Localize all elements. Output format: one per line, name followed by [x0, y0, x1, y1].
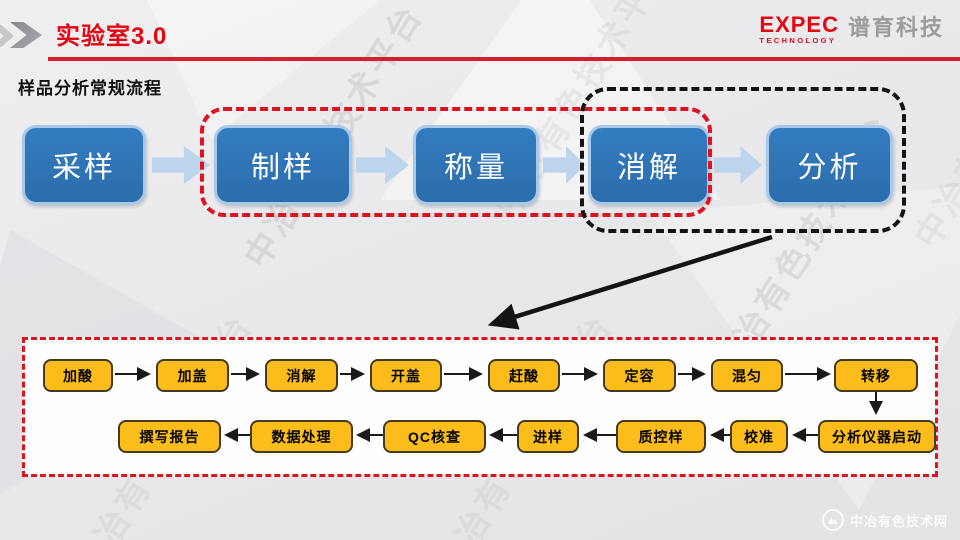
black-dashed-highlight — [580, 87, 906, 233]
detail-step-dingrong: 定容 — [603, 359, 676, 392]
chevron-icon — [10, 22, 42, 48]
flow-step-caiyang: 采样 — [22, 125, 146, 205]
detail-step-qc: QC核查 — [383, 420, 486, 453]
detail-step-zhikong: 质控样 — [616, 420, 706, 453]
detail-step-kaigai: 开盖 — [370, 359, 442, 392]
red-dashed-highlight — [200, 107, 712, 217]
footer-logo-icon — [821, 509, 844, 531]
logo-brand-text: EXPEC — [759, 12, 839, 37]
logo-expec: EXPEC TECHNOLOGY — [759, 12, 839, 46]
section-title: 样品分析常规流程 — [18, 79, 162, 98]
connector-arrows — [115, 367, 883, 442]
company-logo: EXPEC TECHNOLOGY 谱育科技 — [759, 12, 944, 46]
logo-cn-text: 谱育科技 — [847, 15, 944, 40]
detail-step-hunyun: 混匀 — [711, 359, 783, 392]
flow-step-chengliang: 称量 — [413, 125, 539, 205]
detail-step-gansuan: 赶酸 — [488, 359, 560, 392]
detail-step-qidong: 分析仪器启动 — [818, 420, 936, 453]
detail-step-jiaozhun: 校准 — [730, 420, 788, 453]
flow-step-zhiyang: 制样 — [214, 125, 352, 205]
detail-step-zhuanyi: 转移 — [834, 359, 918, 392]
page-title: 实验室3.0 — [56, 23, 168, 50]
detail-step-jiasuan: 加酸 — [43, 359, 113, 392]
flow-step-xiaojie: 消解 — [588, 125, 710, 205]
logo-sub-text: TECHNOLOGY — [759, 36, 837, 45]
detail-step-report: 撰写报告 — [118, 420, 221, 453]
footer-watermark: 中冶有色技术网 — [821, 509, 948, 531]
detail-step-data: 数据处理 — [250, 420, 353, 453]
detail-step-xiaojie: 消解 — [265, 359, 338, 392]
detail-step-jiagai: 加盖 — [156, 359, 229, 392]
header-divider — [48, 57, 960, 61]
detail-step-jinyang: 进样 — [517, 420, 579, 453]
detail-flow-panel: 加酸 加盖 消解 开盖 赶酸 定容 混匀 转移 撰写报告 数据处理 QC核查 进… — [22, 337, 938, 477]
chevron-icon — [0, 25, 14, 47]
footer-watermark-text: 中冶有色技术网 — [849, 513, 948, 529]
flow-step-fenxi: 分析 — [766, 125, 893, 205]
